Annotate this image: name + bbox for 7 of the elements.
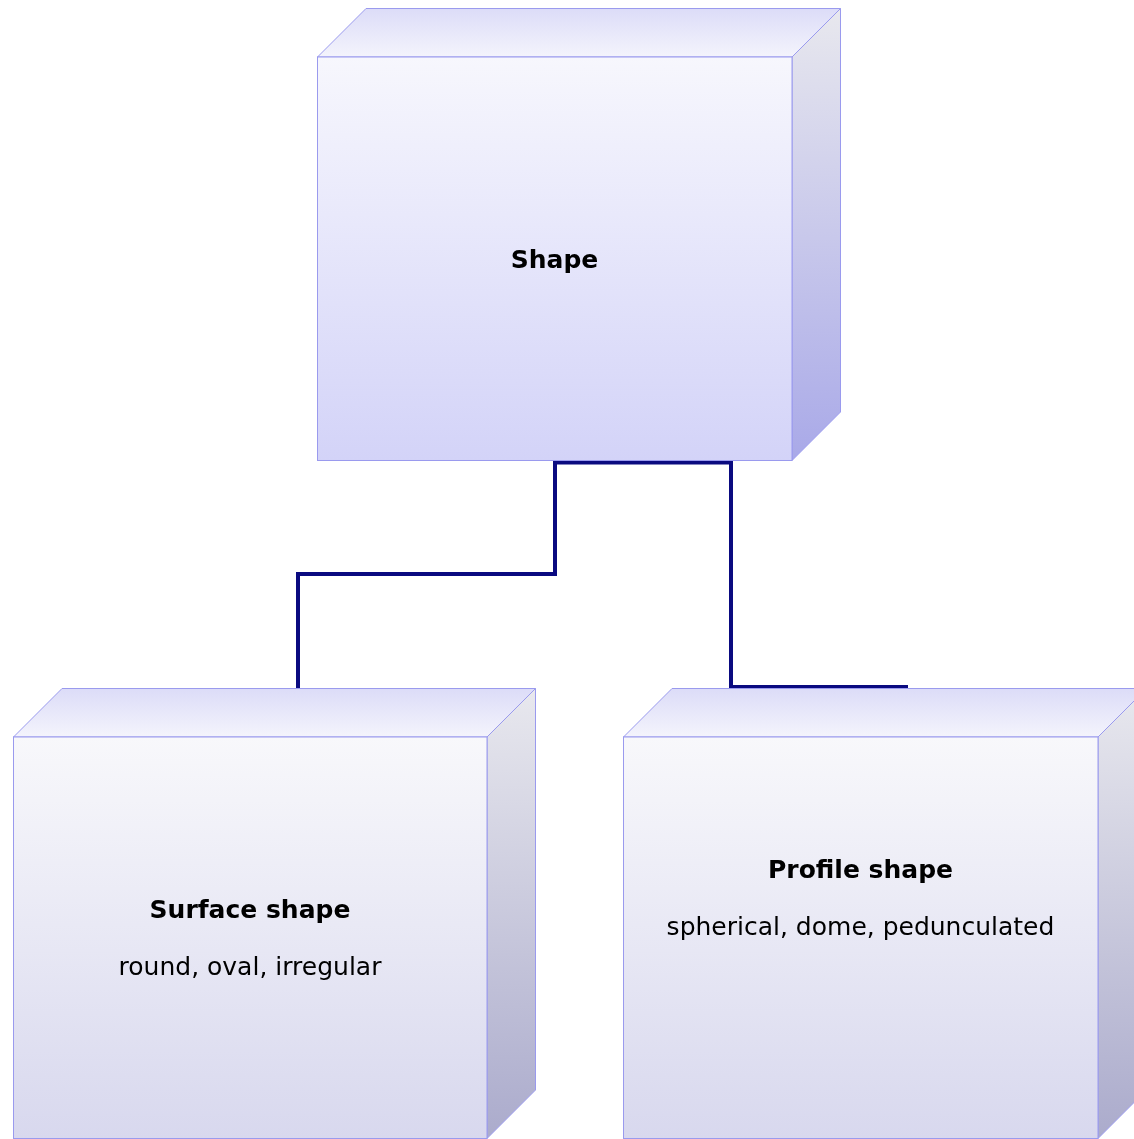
box-title: Profile shape [768, 855, 953, 884]
connector-line [555, 460, 908, 689]
box-description: round, oval, irregular [118, 952, 382, 981]
box-title: Surface shape [149, 895, 351, 924]
connector-line [296, 461, 557, 688]
box-description: spherical, dome, pedunculated [666, 912, 1055, 941]
box-title: Shape [510, 244, 599, 274]
